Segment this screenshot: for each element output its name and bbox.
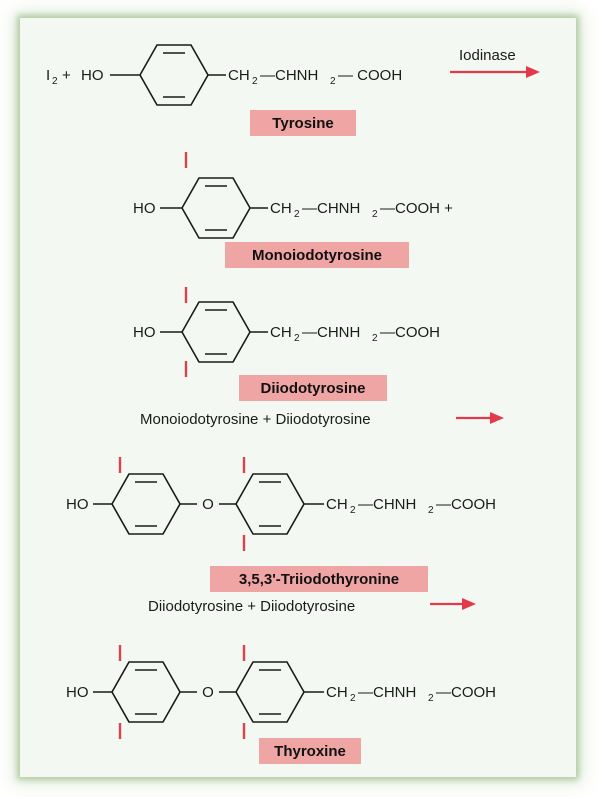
enzyme-label: Iodinase [459, 47, 516, 64]
carboxyl-group: —COOH + [380, 200, 453, 217]
ch2-subscript: 2 [350, 505, 356, 516]
benzene-ring [139, 44, 209, 106]
plus-sign: + [62, 67, 71, 84]
benzene-ring [181, 177, 251, 239]
monoiodotyrosine-label-box [225, 242, 409, 268]
carboxyl-group: —COOH [436, 496, 496, 513]
coupling-reaction-text: Diiodotyrosine + Diiodotyrosine [148, 598, 355, 615]
ch2-group: CH [270, 324, 292, 341]
thyroxine-label: Thyroxine [274, 743, 346, 760]
chnh2-group: —CHNH [302, 324, 360, 341]
diiodotyrosine-structure: HO CH 2 —CHNH 2 —COOH Diiodotyrosine Mon… [133, 287, 504, 428]
ch2-subscript: 2 [350, 693, 356, 704]
carboxyl-group: — COOH [338, 67, 402, 84]
diiodotyrosine-label-box [239, 375, 387, 401]
nh2-subscript: 2 [428, 505, 434, 516]
thyroxine-structure: HO O CH 2 —CHNH 2 —COOH Thyroxine [66, 645, 496, 764]
reaction-arrow [456, 412, 504, 424]
nh2-subscript: 2 [428, 693, 434, 704]
chnh2-group: —CHNH [358, 684, 416, 701]
diiodotyrosine-label: Diiodotyrosine [260, 380, 365, 397]
ether-oxygen: O [202, 496, 214, 513]
coupling-reaction-text: Monoiodotyrosine + Diiodotyrosine [140, 411, 371, 428]
benzene-ring [235, 661, 305, 723]
ch2-subscript: 2 [294, 333, 300, 344]
hydroxyl-group: HO [133, 324, 156, 341]
chnh2-group: —CHNH [260, 67, 318, 84]
thyroxine-label-box [259, 738, 361, 764]
ch2-group: CH [270, 200, 292, 217]
ch2-subscript: 2 [294, 209, 300, 220]
carboxyl-group: —COOH [380, 324, 440, 341]
triiodothyronine-label-box [210, 566, 428, 592]
ch2-group: CH [326, 496, 348, 513]
monoiodotyrosine-structure: HO CH 2 —CHNH 2 —COOH + Monoiodotyrosine [133, 152, 453, 268]
monoiodotyrosine-label: Monoiodotyrosine [252, 247, 382, 264]
iodine-reactant-subscript: 2 [52, 76, 58, 87]
nh2-subscript: 2 [372, 333, 378, 344]
iodine-reactant: I [46, 67, 50, 84]
benzene-ring [111, 661, 181, 723]
ether-oxygen: O [202, 684, 214, 701]
reaction-arrow [450, 66, 540, 78]
ch2-group: CH [228, 67, 250, 84]
reaction-arrow [430, 598, 476, 610]
ch2-group: CH [326, 684, 348, 701]
triiodothyronine-label: 3,5,3'-Triiodothyronine [239, 571, 399, 588]
carboxyl-group: —COOH [436, 684, 496, 701]
tyrosine-label: Tyrosine [272, 115, 333, 132]
hydroxyl-group: HO [81, 67, 104, 84]
ch2-subscript: 2 [252, 76, 258, 87]
chnh2-group: —CHNH [358, 496, 416, 513]
chnh2-group: —CHNH [302, 200, 360, 217]
hydroxyl-group: HO [133, 200, 156, 217]
benzene-ring [235, 473, 305, 535]
nh2-subscript: 2 [330, 76, 336, 87]
nh2-subscript: 2 [372, 209, 378, 220]
benzene-ring [181, 301, 251, 363]
tyrosine-label-box [250, 110, 356, 136]
benzene-ring [111, 473, 181, 535]
hydroxyl-group: HO [66, 684, 89, 701]
triiodothyronine-structure: HO O CH 2 —CHNH 2 —COOH 3,5,3'-Triiodoth… [66, 457, 496, 615]
hydroxyl-group: HO [66, 496, 89, 513]
tyrosine-structure: I 2 + HO CH 2 —CHNH 2 — COOH Iodinase Ty… [46, 44, 540, 136]
